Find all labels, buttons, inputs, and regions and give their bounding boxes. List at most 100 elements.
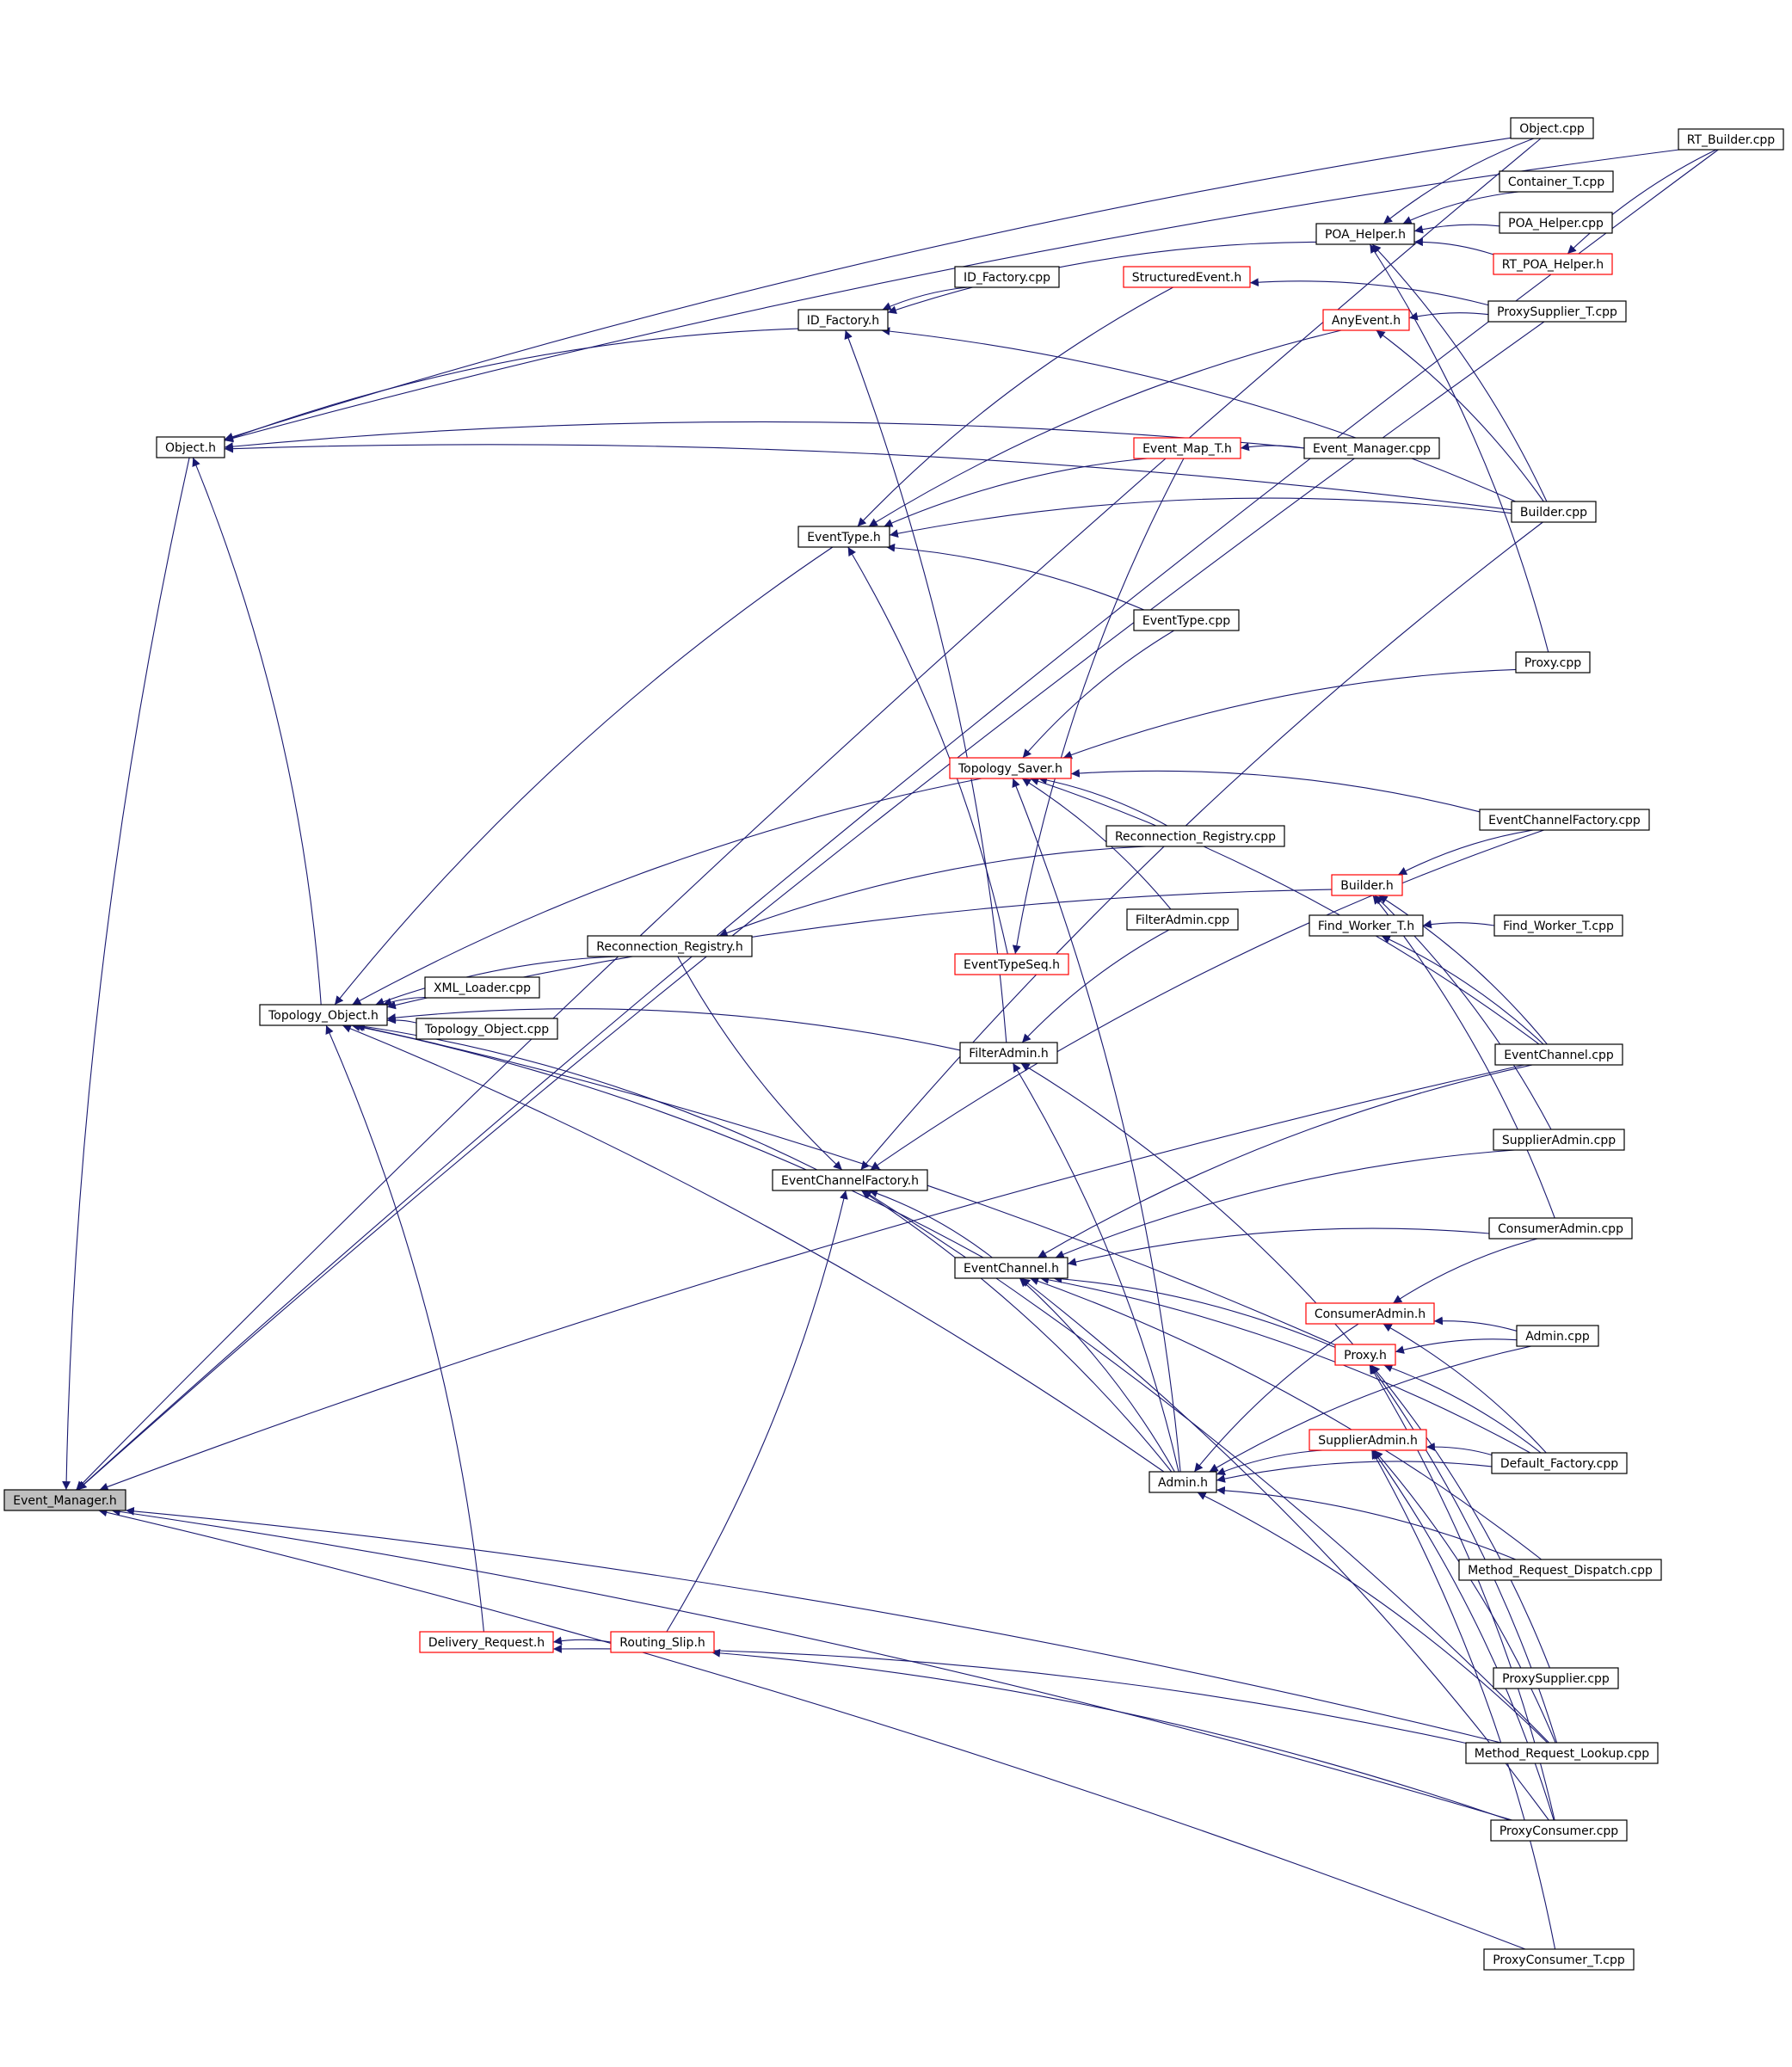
node-xml-loader-cpp[interactable]: XML_Loader.cpp <box>424 976 540 999</box>
node-label: Proxy.cpp <box>1524 656 1581 670</box>
node-eventtype-cpp[interactable]: EventType.cpp <box>1133 609 1240 631</box>
node-proxyconsumer-t-cpp[interactable]: ProxyConsumer_T.cpp <box>1483 1948 1635 1971</box>
node-proxyconsumer-cpp[interactable]: ProxyConsumer.cpp <box>1490 1819 1628 1842</box>
node-topology-object-h[interactable]: Topology_Object.h <box>259 1004 388 1026</box>
node-label: Method_Request_Dispatch.cpp <box>1468 1564 1653 1578</box>
node-box <box>772 1169 928 1191</box>
edge-container-t-cpp-to-poa-helper-h <box>1402 191 1519 225</box>
edge-proxy-h-to-eventchannel-h <box>1053 1274 1336 1348</box>
node-box <box>1487 300 1627 323</box>
node-label: Topology_Saver.h <box>958 762 1062 776</box>
node-topology-object-cpp[interactable]: Topology_Object.cpp <box>416 1018 558 1040</box>
edge-eventtype-cpp-to-topology-saver-h <box>1022 630 1174 759</box>
node-structuredevent-h[interactable]: StructuredEvent.h <box>1123 266 1251 288</box>
node-admin-h[interactable]: Admin.h <box>1148 1471 1217 1493</box>
node-method-request-lookup-cpp[interactable]: Method_Request_Lookup.cpp <box>1465 1742 1659 1764</box>
edge-event-manager-cpp-to-object-h <box>224 421 1305 451</box>
edge-topology-saver-h-to-topology-object-h <box>352 778 982 1006</box>
node-label: RT_Builder.cpp <box>1687 133 1776 147</box>
node-box <box>1488 1217 1633 1240</box>
node-label: ConsumerAdmin.cpp <box>1498 1222 1623 1236</box>
node-event-map-t-h[interactable]: Event_Map_T.h <box>1133 437 1241 459</box>
edge-method-request-dispatch-cpp-to-eventchannel-h <box>1030 1276 1543 1560</box>
node-routing-slip-h[interactable]: Routing_Slip.h <box>610 1631 715 1653</box>
node-builder-cpp[interactable]: Builder.cpp <box>1511 501 1597 523</box>
edge-id-factory-cpp-to-id-factory-h <box>882 286 968 311</box>
edge-default-factory-cpp-to-proxy-h <box>1383 1363 1542 1454</box>
node-find-worker-t-h[interactable]: Find_Worker_T.h <box>1309 914 1424 937</box>
edge-structuredevent-h-to-eventtype-h <box>857 286 1173 527</box>
node-eventchannel-h[interactable]: EventChannel.h <box>954 1257 1068 1279</box>
node-box <box>156 436 225 458</box>
edge-proxy-h-to-filteradmin-h <box>1020 1062 1354 1345</box>
node-label: ID_Factory.h <box>807 314 879 328</box>
node-eventtypeseq-h[interactable]: EventTypeSeq.h <box>954 953 1069 975</box>
edge-filteradmin-h-to-id-factory-h <box>844 329 1007 1043</box>
node-eventchannel-cpp[interactable]: EventChannel.cpp <box>1494 1043 1623 1066</box>
node-label: ProxyConsumer.cpp <box>1499 1824 1618 1838</box>
node-builder-h[interactable]: Builder.h <box>1331 874 1403 896</box>
node-admin-cpp[interactable]: Admin.cpp <box>1516 1325 1599 1347</box>
node-rt-poa-helper-h[interactable]: RT_POA_Helper.h <box>1493 253 1613 275</box>
edges-layer <box>62 137 1719 1950</box>
node-eventchannelfactory-h[interactable]: EventChannelFactory.h <box>772 1169 928 1191</box>
node-default-factory-cpp[interactable]: Default_Factory.cpp <box>1491 1452 1628 1474</box>
node-id-factory-cpp[interactable]: ID_Factory.cpp <box>954 266 1060 288</box>
node-object-cpp[interactable]: Object.cpp <box>1510 117 1594 139</box>
node-reconnection-registry-cpp[interactable]: Reconnection_Registry.cpp <box>1105 825 1285 847</box>
node-box <box>1493 253 1613 275</box>
node-proxysupplier-cpp[interactable]: ProxySupplier.cpp <box>1493 1667 1619 1689</box>
node-box <box>1133 437 1241 459</box>
node-box <box>949 757 1072 779</box>
node-label: ID_Factory.cpp <box>964 271 1050 285</box>
edge-consumeradmin-cpp-to-eventchannel-h <box>1067 1227 1490 1266</box>
edge-proxyconsumer-t-cpp-to-event-manager-h <box>98 1508 1526 1950</box>
node-object-h[interactable]: Object.h <box>156 436 225 458</box>
node-poa-helper-h[interactable]: POA_Helper.h <box>1315 223 1415 245</box>
node-label: ProxySupplier.cpp <box>1502 1672 1610 1686</box>
node-box <box>1334 1344 1396 1366</box>
node-find-worker-t-cpp[interactable]: Find_Worker_T.cpp <box>1493 914 1623 937</box>
node-label: Topology_Object.h <box>268 1009 379 1023</box>
node-label: Builder.h <box>1340 879 1394 893</box>
node-poa-helper-cpp[interactable]: POA_Helper.cpp <box>1499 212 1613 234</box>
node-event-manager-cpp[interactable]: Event_Manager.cpp <box>1303 437 1440 459</box>
node-proxysupplier-t-cpp[interactable]: ProxySupplier_T.cpp <box>1487 300 1627 323</box>
node-event-manager-h[interactable]: Event_Manager.h <box>3 1489 126 1511</box>
node-label: Event_Manager.h <box>13 1494 117 1508</box>
node-proxy-h[interactable]: Proxy.h <box>1334 1344 1396 1366</box>
node-container-t-cpp[interactable]: Container_T.cpp <box>1499 170 1614 193</box>
edge-builder-cpp-to-anyevent-h <box>1376 329 1544 502</box>
node-filteradmin-cpp[interactable]: FilterAdmin.cpp <box>1126 908 1239 931</box>
edge-find-worker-t-cpp-to-find-worker-t-h <box>1422 920 1495 929</box>
edge-topology-object-cpp-to-topology-object-h <box>386 1015 417 1024</box>
node-delivery-request-h[interactable]: Delivery_Request.h <box>419 1631 554 1653</box>
node-box <box>259 1004 388 1026</box>
node-rt-builder-cpp[interactable]: RT_Builder.cpp <box>1678 128 1784 151</box>
node-id-factory-h[interactable]: ID_Factory.h <box>797 309 889 331</box>
edge-default-factory-cpp-to-admin-h <box>1216 1461 1493 1483</box>
node-box <box>1465 1742 1659 1764</box>
node-supplieradmin-cpp[interactable]: SupplierAdmin.cpp <box>1493 1129 1625 1151</box>
node-anyevent-h[interactable]: AnyEvent.h <box>1322 309 1410 331</box>
edge-eventchannel-cpp-to-topology-saver-h <box>1030 777 1540 1045</box>
node-eventtype-h[interactable]: EventType.h <box>797 526 890 548</box>
edge-admin-cpp-to-admin-h <box>1209 1345 1531 1473</box>
node-box <box>1315 223 1415 245</box>
edge-delivery-request-h-to-topology-object-h <box>325 1024 484 1633</box>
node-supplieradmin-h[interactable]: SupplierAdmin.h <box>1309 1429 1427 1451</box>
edge-reconnection-registry-h-to-eventchannelfactory-h <box>677 956 843 1171</box>
node-label: Find_Worker_T.cpp <box>1503 920 1614 933</box>
node-method-request-dispatch-cpp[interactable]: Method_Request_Dispatch.cpp <box>1458 1559 1662 1581</box>
node-filteradmin-h[interactable]: FilterAdmin.h <box>959 1042 1058 1064</box>
edge-eventchannel-h-to-topology-object-h <box>351 1023 984 1258</box>
node-proxy-cpp[interactable]: Proxy.cpp <box>1515 651 1591 674</box>
node-reconnection-registry-h[interactable]: Reconnection_Registry.h <box>587 935 753 957</box>
node-consumeradmin-h[interactable]: ConsumerAdmin.h <box>1305 1302 1435 1325</box>
node-topology-saver-h[interactable]: Topology_Saver.h <box>949 757 1072 779</box>
node-consumeradmin-cpp[interactable]: ConsumerAdmin.cpp <box>1488 1217 1633 1240</box>
node-eventchannelfactory-cpp[interactable]: EventChannelFactory.cpp <box>1479 809 1650 831</box>
edge-method-request-lookup-cpp-to-event-manager-h <box>125 1506 1501 1744</box>
node-label: Event_Manager.cpp <box>1313 442 1431 456</box>
